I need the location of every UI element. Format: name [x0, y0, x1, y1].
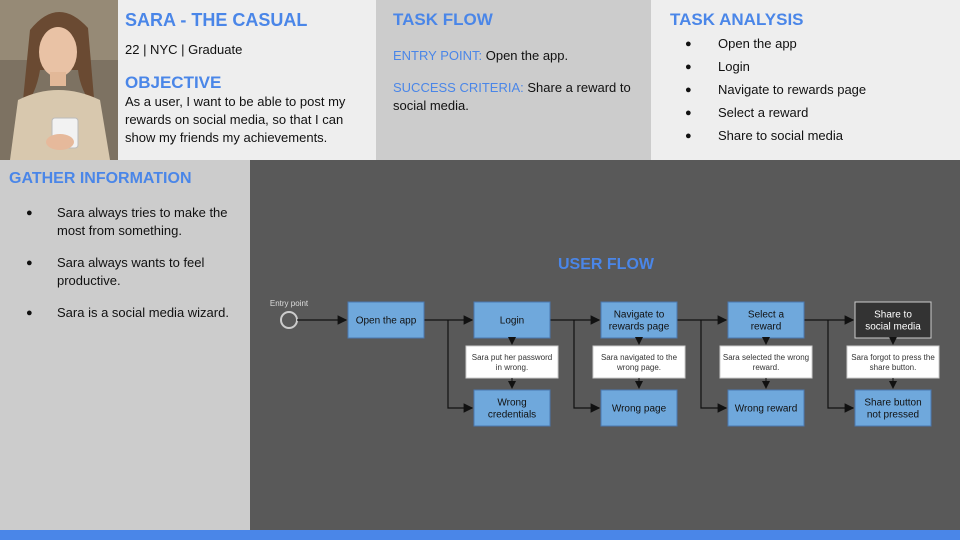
- flow-step-box: [347, 301, 425, 339]
- flow-error-box: [727, 389, 805, 427]
- flow-error-box: [854, 389, 932, 427]
- list-item-text: Sara is a social media wizard.: [57, 305, 229, 320]
- flow-note-text: Sara put her password: [472, 353, 553, 362]
- bullet-icon: ●: [685, 130, 692, 142]
- list-item: ● Sara is a social media wizard.: [26, 304, 241, 354]
- bullet-icon: ●: [685, 61, 692, 73]
- flow-step-label: reward: [751, 322, 782, 333]
- list-item: ● Sara always tries to make the most from…: [26, 204, 241, 254]
- list-item-text: Open the app: [718, 36, 797, 51]
- gather-information-panel: GATHER INFORMATION ● Sara always tries to…: [0, 160, 250, 530]
- flow-note-text: reward.: [753, 363, 780, 372]
- persona-name: SARA - THE CASUAL: [125, 10, 308, 30]
- bottom-accent-bar: [0, 530, 960, 540]
- list-item: ● Share to social media: [685, 127, 945, 150]
- bullet-icon: ●: [26, 207, 33, 219]
- flow-step-box: [727, 301, 805, 339]
- list-item: ● Navigate to rewards page: [685, 81, 945, 104]
- flow-branch-arrow: [700, 320, 728, 413]
- success-criteria: SUCCESS CRITERIA: Share a reward to soci…: [393, 79, 638, 115]
- flow-step-label: Open the app: [356, 316, 417, 327]
- flow-branch-arrow: [447, 320, 474, 413]
- task-flow-panel: TASK FLOW ENTRY POINT: Open the app. SUC…: [376, 0, 651, 160]
- bullet-icon: ●: [685, 84, 692, 96]
- list-item: ● Sara always wants to feel productive.: [26, 254, 241, 304]
- flow-error-label: Wrong page: [612, 404, 667, 415]
- gather-information-heading: GATHER INFORMATION: [9, 170, 192, 187]
- flow-note-text: share button.: [870, 363, 917, 372]
- flow-error-label: credentials: [488, 410, 536, 421]
- flow-branch-arrow: [573, 320, 601, 413]
- persona-photo: [0, 0, 118, 160]
- flow-error-label: Wrong: [497, 398, 526, 409]
- persona-photo-illustration: [0, 0, 118, 160]
- task-analysis-list: ● Open the app ● Login ● Navigate to reward…: [685, 35, 945, 150]
- objective-text: As a user, I want to be able to post my …: [125, 94, 346, 145]
- list-item-text: Sara always wants to feel productive.: [57, 255, 205, 288]
- success-criteria-value: Share a reward to social media.: [393, 80, 631, 113]
- list-item-text: Login: [718, 59, 750, 74]
- persona-panel: SARA - THE CASUAL 22 | NYC | Graduate OB…: [0, 0, 376, 160]
- flow-note-text: Sara forgot to press the: [851, 353, 935, 362]
- entry-point-value: Open the app.: [485, 48, 569, 63]
- list-item-text: Select a reward: [718, 105, 809, 120]
- entry-point-label: ENTRY POINT:: [393, 48, 483, 63]
- flow-step-box: [854, 301, 932, 339]
- list-item: ● Login: [685, 58, 945, 81]
- list-item-text: Sara always tries to make the most from …: [57, 205, 228, 238]
- flow-error-label: not pressed: [867, 410, 919, 421]
- flow-note-box: [592, 345, 686, 379]
- flow-error-box: [473, 389, 551, 427]
- entry-point-node: [280, 311, 298, 329]
- bullet-icon: ●: [26, 307, 33, 319]
- flow-step-label: Login: [500, 316, 524, 327]
- success-criteria-label: SUCCESS CRITERIA:: [393, 80, 524, 95]
- list-item: ● Open the app: [685, 35, 945, 58]
- task-analysis-heading: TASK ANALYSIS: [670, 10, 804, 29]
- flow-step-label: Select a: [748, 310, 785, 321]
- flow-step-label: rewards page: [609, 322, 670, 333]
- user-flow-heading: USER FLOW: [558, 256, 655, 273]
- bullet-icon: ●: [685, 107, 692, 119]
- task-flow-heading: TASK FLOW: [393, 10, 493, 29]
- gather-information-list: ● Sara always tries to make the most from…: [26, 204, 241, 354]
- bullet-icon: ●: [26, 257, 33, 269]
- persona-info: SARA - THE CASUAL 22 | NYC | Graduate OB…: [118, 0, 376, 160]
- flow-branch-arrow: [827, 320, 855, 413]
- flow-step-label: social media: [865, 322, 921, 333]
- task-analysis-panel: TASK ANALYSIS ● Open the app ● Login ● Navi…: [651, 0, 960, 160]
- flow-error-label: Share button: [864, 398, 921, 409]
- entry-point-label: Entry point: [270, 299, 309, 308]
- flow-note-text: wrong page.: [616, 363, 661, 372]
- list-item-text: Navigate to rewards page: [718, 82, 867, 97]
- flow-error-box: [600, 389, 678, 427]
- flow-note-box: [465, 345, 559, 379]
- flow-error-label: Wrong reward: [735, 404, 798, 415]
- list-item: ● Select a reward: [685, 104, 945, 127]
- flow-step-label: Share to: [874, 310, 912, 321]
- flow-step-label: Navigate to: [614, 310, 665, 321]
- flow-note-text: Sara selected the wrong: [723, 353, 809, 362]
- list-item-text: Share to social media: [718, 128, 844, 143]
- objective-heading: OBJECTIVE: [125, 73, 222, 92]
- persona-details: 22 | NYC | Graduate: [125, 42, 243, 57]
- flow-note-text: Sara navigated to the: [601, 353, 678, 362]
- bullet-icon: ●: [685, 38, 692, 50]
- flow-note-box: [846, 345, 940, 379]
- flow-note-box: [719, 345, 813, 379]
- flow-step-box: [473, 301, 551, 339]
- entry-point: ENTRY POINT: Open the app.: [393, 47, 638, 65]
- flow-note-text: in wrong.: [496, 363, 528, 372]
